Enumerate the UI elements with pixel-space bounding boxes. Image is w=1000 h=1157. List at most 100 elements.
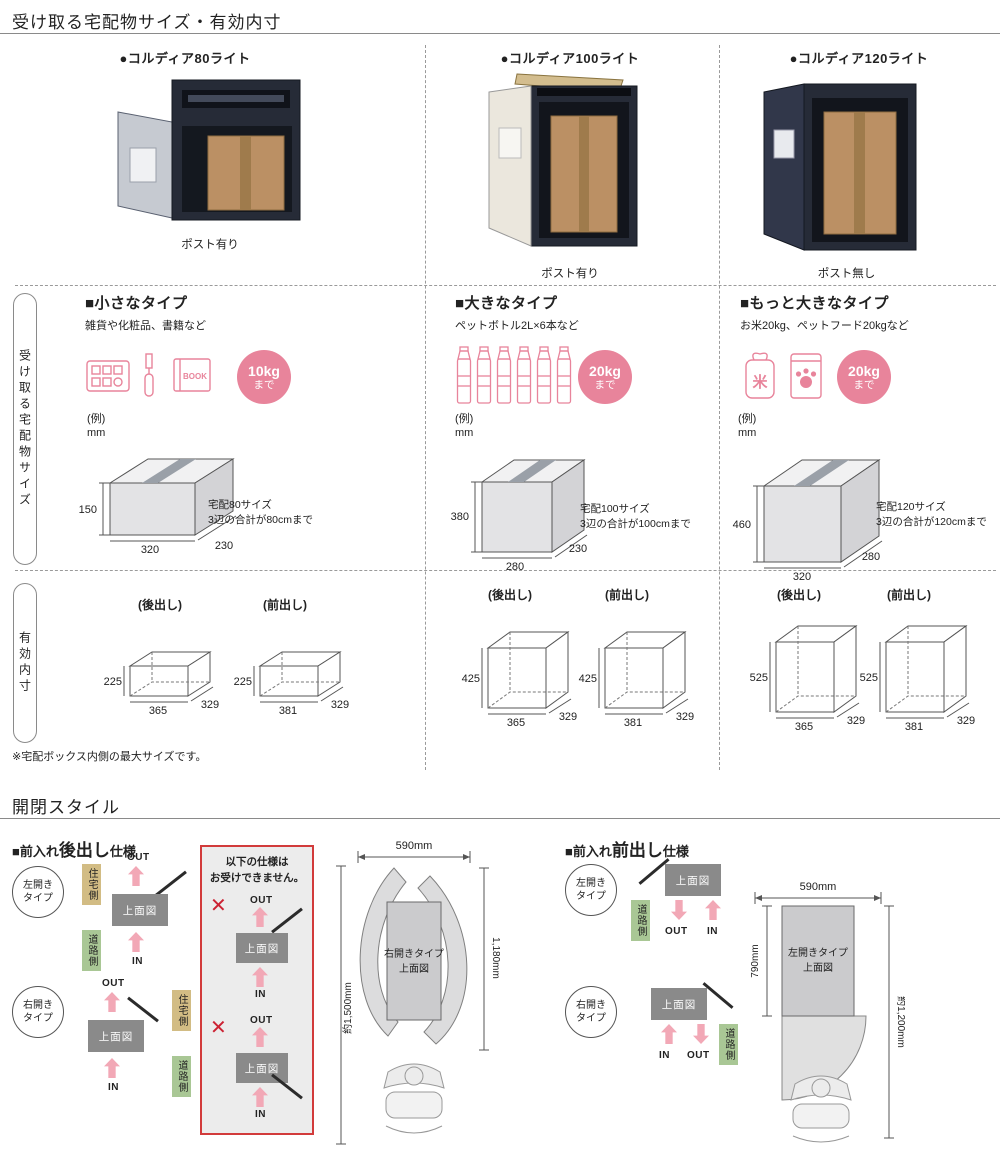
inner-width-dim: 365 (507, 717, 525, 729)
right-open-rear-diagram: OUT 住宅側 上面図 道路側 IN (72, 978, 202, 1110)
inner-box-rear: 225 365 329 (104, 651, 219, 717)
top-view-box: 上面図 (236, 933, 288, 963)
front-out-label: (前出し) (887, 588, 931, 602)
inner-height-dim: 525 (860, 672, 878, 684)
unit-label: mm (455, 427, 474, 439)
out-label: OUT (127, 852, 150, 863)
cosmetics-icon (86, 360, 130, 392)
house-side-tag: 住宅側 (172, 990, 191, 1031)
rear-out-topview-diagram: 590mm 右開きタイプ 上面図 約1,500mm 1,180mm (336, 840, 501, 1145)
heading-emphasis: 後出し (58, 841, 110, 860)
box-height-dim: 150 (79, 504, 97, 516)
book-icon: BOOK (173, 358, 211, 392)
size-name: 宅配80サイズ (208, 499, 272, 511)
right-open-type-circle: 右開き タイプ (565, 986, 617, 1038)
front-spec-heading: ■前入れ 前出し 仕様 (565, 836, 689, 861)
ng-notice-box: 以下の仕様は お受けできません。 ✕ OUT 上面図 IN ✕ OUT 上面図 … (200, 845, 314, 1135)
heading-suffix: 仕様 (109, 844, 136, 859)
box-depth-dim: 230 (215, 540, 233, 552)
out-arrow-icon (104, 992, 120, 1012)
left-open-type-circle: 左開き タイプ (12, 866, 64, 918)
weight-suffix: まで (253, 379, 275, 392)
width-dim: 590mm (396, 840, 433, 852)
weight-badge: 20kg まで (578, 350, 632, 404)
sidebar-size-label: 受け取る宅配物サイズ (13, 293, 37, 565)
photo-caption: ポスト有り (541, 268, 599, 280)
inner-box-rear: 425 365 329 (462, 631, 577, 729)
house-side-tag: 住宅側 (82, 864, 101, 905)
right-open-type-circle: 右開き タイプ (12, 986, 64, 1038)
in-label: IN (255, 989, 266, 1000)
inner-height-dim: 425 (579, 673, 597, 685)
weight-badge: 20kg まで (837, 350, 891, 404)
weight-value: 10kg (248, 362, 280, 379)
size-note-text: 3辺の合計が100cmまで (580, 518, 691, 531)
road-side-tag: 道路側 (719, 1024, 738, 1065)
product-name: ●コルディア80ライト (119, 51, 251, 66)
rear-out-label: (後出し) (138, 598, 182, 612)
width-dim: 590mm (800, 881, 837, 893)
top-view-box: 上面図 (236, 1053, 288, 1083)
in-label: IN (707, 926, 718, 937)
product-photo-80 (117, 79, 301, 221)
pet-food-icon (790, 353, 822, 399)
rice-bag-icon: 米 (745, 352, 775, 399)
road-side-tag: 道路側 (631, 900, 650, 941)
weight-suffix: まで (853, 379, 875, 392)
size-note-text: 3辺の合計が120cmまで (876, 516, 987, 529)
photo-caption: ポスト無し (817, 268, 876, 280)
ng-x-icon: ✕ (210, 895, 227, 917)
example-label: (例) (455, 413, 474, 425)
unit-label: mm (87, 427, 106, 439)
left-open-front-diagram: 上面図 道路側 OUT IN (627, 856, 745, 951)
section1-rule (0, 33, 1000, 34)
ng-notice-text: 以下の仕様は お受けできません。 (209, 856, 305, 884)
in-arrow-icon (661, 1024, 677, 1044)
heading-suffix: 仕様 (662, 844, 689, 859)
inner-box-front: 225 381 329 (234, 651, 349, 717)
example-label: (例) (87, 413, 106, 425)
inner-width-dim: 365 (149, 705, 167, 717)
road-side-tag: 道路側 (82, 930, 101, 971)
top-view-box: 上面図 (88, 1020, 144, 1052)
type-title: ■小さなタイプ (85, 295, 188, 312)
inner-depth-dim: 329 (331, 699, 349, 711)
product-column-80: ●コルディア80ライト ポスト有り ■小さなタイプ 雑貨や化粧品、書籍など (15, 40, 423, 770)
heading-prefix: ■前入れ (12, 844, 59, 859)
product-name: ●コルディア100ライト (500, 51, 640, 66)
example-box-diagram: 460 320 280 (733, 459, 883, 582)
inner-height-dim: 425 (462, 673, 480, 685)
out-arrow-icon (671, 900, 687, 920)
example-box-diagram: 150 320 230 (79, 458, 237, 555)
topview-caption-line1: 右開きタイプ (384, 947, 444, 960)
out-label: OUT (250, 1015, 273, 1026)
box-width-dim: 320 (141, 544, 159, 555)
person-figure (790, 1075, 852, 1143)
product-photo-100 (488, 73, 638, 247)
type-title: ■もっと大きなタイプ (740, 295, 890, 312)
inner-width-dim: 381 (905, 721, 923, 733)
depth-dim: 790mm (750, 944, 761, 977)
type-desc: お米20kg、ペットフード20kgなど (740, 320, 909, 332)
heading-prefix: ■前入れ (565, 844, 612, 859)
ng-x-icon: ✕ (210, 1017, 227, 1039)
mascara-icon (144, 353, 154, 397)
in-arrow-icon (128, 932, 144, 952)
body-height-dim: 1,180mm (490, 937, 501, 979)
door-line (127, 996, 159, 1023)
out-arrow-icon (693, 1024, 709, 1044)
topview-caption-line1: 左開きタイプ (788, 946, 848, 959)
inner-depth-dim: 329 (676, 711, 694, 723)
inner-width-dim: 365 (795, 721, 813, 733)
out-arrow-icon (252, 1027, 268, 1047)
column-separator (425, 45, 426, 770)
size-note: 宅配80サイズ 3辺の合計が80cmまで (208, 498, 353, 528)
left-open-rear-diagram: OUT 住宅側 上面図 道路側 IN (72, 852, 200, 980)
topview-caption-line2: 上面図 (399, 963, 429, 975)
section2-title: 開閉スタイル (12, 798, 120, 817)
out-arrow-icon (128, 866, 144, 886)
product-column-100: ●コルディア100ライト ポスト有り ■大きなタイプ ペットボトル2L×6本など (430, 40, 718, 770)
total-height-dim: 約1,500mm (341, 982, 354, 1034)
rice-icon-label: 米 (752, 373, 768, 391)
